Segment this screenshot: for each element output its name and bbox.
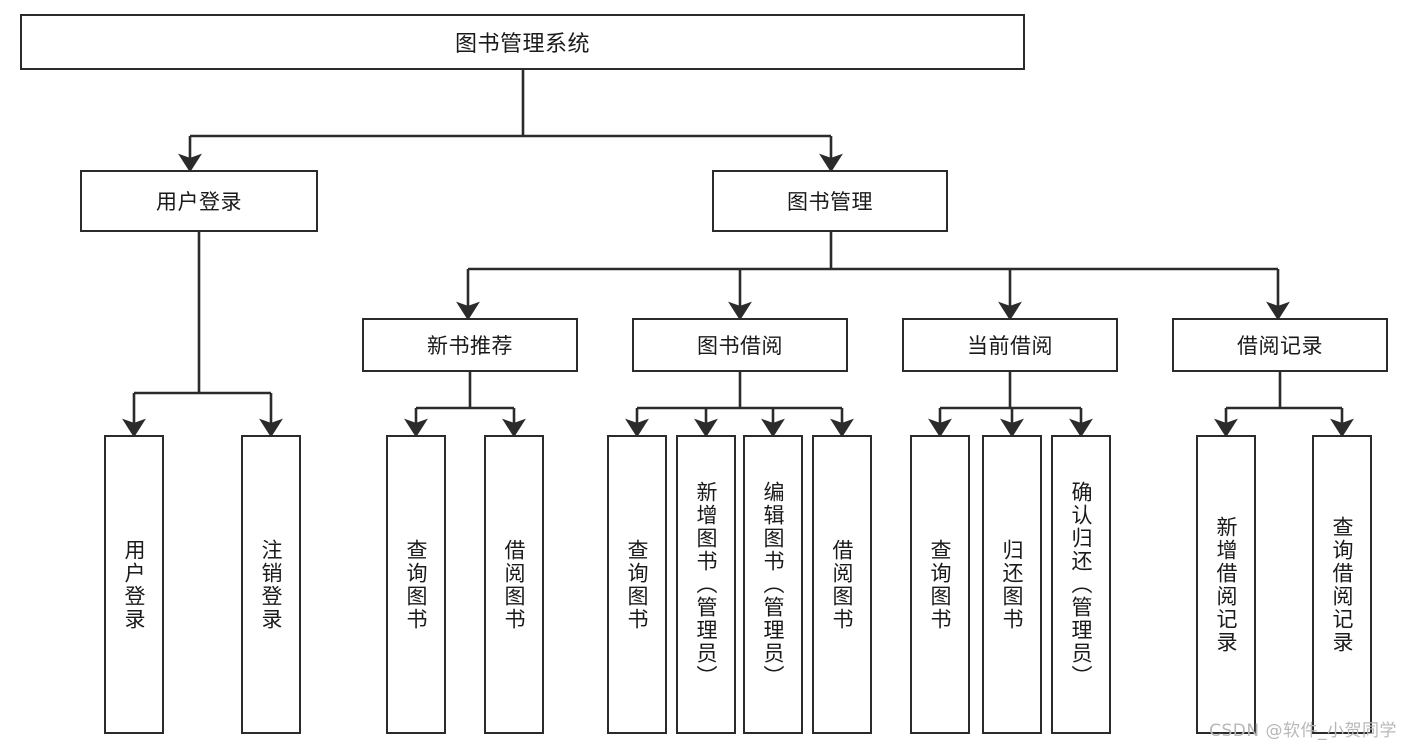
node-label: 查询图书 xyxy=(928,538,953,631)
node-leaf-return-book[interactable]: 归还图书 xyxy=(982,435,1042,734)
node-label: 用户登录 xyxy=(122,538,147,631)
node-label: 新增图书（管理员） xyxy=(694,481,719,688)
node-book-borrow[interactable]: 图书借阅 xyxy=(632,318,848,372)
node-label: 图书管理系统 xyxy=(454,32,590,57)
node-label: 借阅记录 xyxy=(1237,334,1323,358)
node-current-borrow[interactable]: 当前借阅 xyxy=(902,318,1118,372)
node-leaf-user-login[interactable]: 用户登录 xyxy=(104,435,164,734)
node-label: 确认归还（管理员） xyxy=(1069,481,1094,688)
node-leaf-query-borrow-record[interactable]: 查询借阅记录 xyxy=(1312,435,1372,734)
node-label: 借阅图书 xyxy=(502,538,527,631)
node-label: 图书管理 xyxy=(787,190,873,214)
node-leaf-borrow-book-recommend[interactable]: 借阅图书 xyxy=(484,435,544,734)
node-leaf-logout[interactable]: 注销登录 xyxy=(241,435,301,734)
node-label: 图书借阅 xyxy=(697,334,783,358)
node-label: 当前借阅 xyxy=(967,334,1053,358)
node-label: 注销登录 xyxy=(259,538,284,631)
node-leaf-add-borrow-record[interactable]: 新增借阅记录 xyxy=(1196,435,1256,734)
node-label: 查询图书 xyxy=(625,538,650,631)
node-label: 用户登录 xyxy=(156,190,242,214)
node-leaf-edit-book-admin[interactable]: 编辑图书（管理员） xyxy=(743,435,803,734)
node-borrow-record[interactable]: 借阅记录 xyxy=(1172,318,1388,372)
node-new-book-recommend[interactable]: 新书推荐 xyxy=(362,318,578,372)
node-label: 查询借阅记录 xyxy=(1330,515,1355,654)
node-label: 借阅图书 xyxy=(830,538,855,631)
node-label: 新增借阅记录 xyxy=(1214,515,1239,654)
node-leaf-borrow-book[interactable]: 借阅图书 xyxy=(812,435,872,734)
node-book-management[interactable]: 图书管理 xyxy=(712,170,948,232)
node-leaf-query-book-borrow[interactable]: 查询图书 xyxy=(607,435,667,734)
node-leaf-query-book-current[interactable]: 查询图书 xyxy=(910,435,970,734)
node-label: 归还图书 xyxy=(1000,538,1025,631)
node-leaf-confirm-return-admin[interactable]: 确认归还（管理员） xyxy=(1051,435,1111,734)
node-label: 新书推荐 xyxy=(427,334,513,358)
node-label: 编辑图书（管理员） xyxy=(761,481,786,688)
node-user-login[interactable]: 用户登录 xyxy=(80,170,318,232)
node-leaf-add-book-admin[interactable]: 新增图书（管理员） xyxy=(676,435,736,734)
node-leaf-query-book-recommend[interactable]: 查询图书 xyxy=(386,435,446,734)
node-root-book-management-system[interactable]: 图书管理系统 xyxy=(20,14,1025,70)
node-label: 查询图书 xyxy=(404,538,429,631)
